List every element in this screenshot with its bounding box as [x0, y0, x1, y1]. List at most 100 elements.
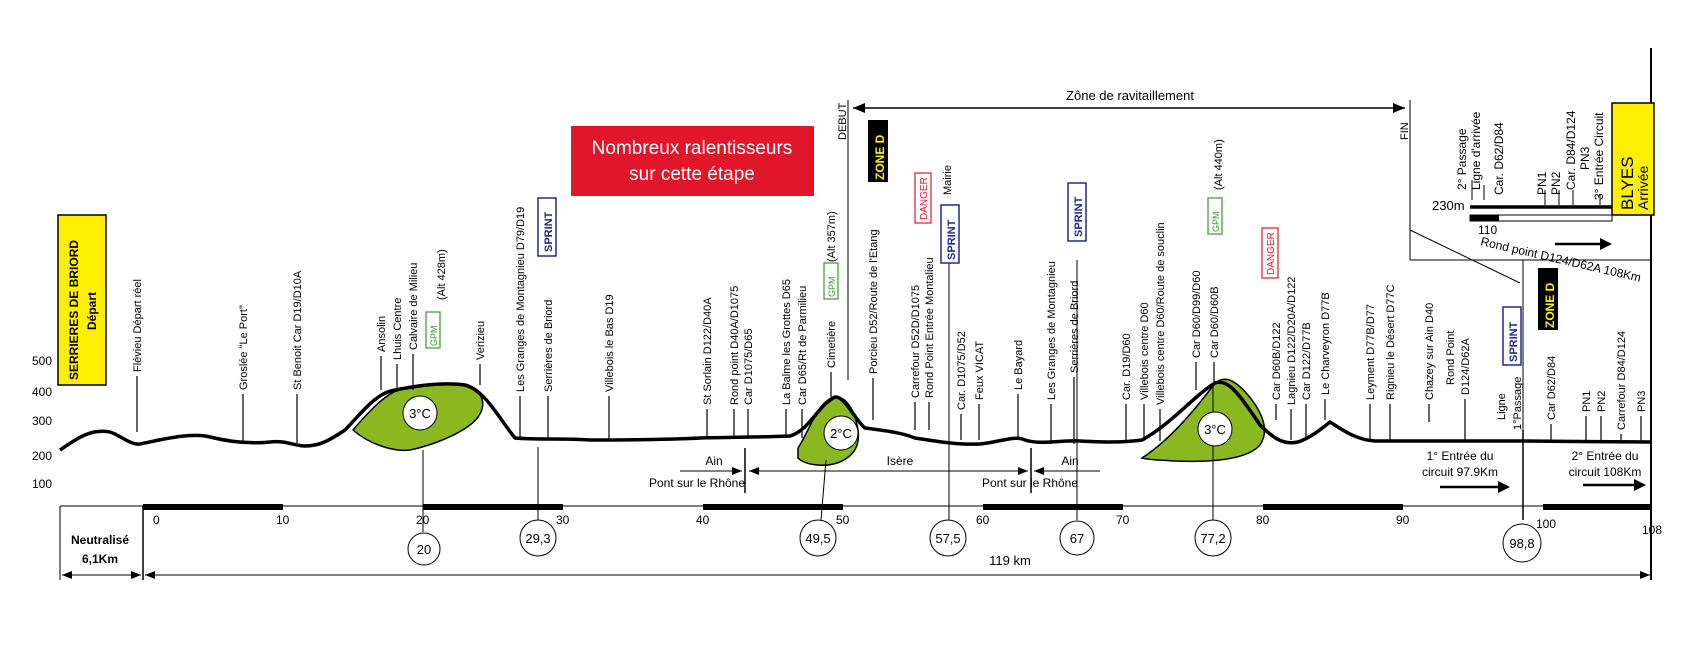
place-label-groslee: Groslée "Le Port"	[238, 305, 250, 390]
finish-town-label: BLYES	[1618, 156, 1637, 210]
km-axis: 0 10 20 30 40 50 60 70 80 90 100 108	[59, 504, 1662, 580]
danger-badge-2-text: DANGER	[1266, 232, 1277, 275]
place-label-calvaire_alt: (Alt 428m)	[436, 249, 448, 300]
circled-km-67-label: 67	[1070, 531, 1084, 546]
circuit-entry-1: 1° Entrée du circuit 97.9Km	[1422, 449, 1510, 493]
climb-3-km: 77,2	[1200, 531, 1225, 546]
altitude-axis: 100 200 300 400 500	[32, 354, 52, 491]
circled-km-29-3-label: 29,3	[525, 531, 550, 546]
bridge-rhone-1: Pont sur le Rhône	[649, 476, 745, 490]
feed-zone-start: DEBUT	[837, 102, 849, 140]
climb-1: 3°C 20	[402, 395, 441, 566]
km-tick-90: 90	[1396, 513, 1410, 527]
place-label-flevieu: Flévieu Départ réel	[132, 279, 144, 372]
km-tick-60: 60	[976, 513, 990, 527]
start-box: SERRIERES DE BRIORD Départ	[57, 214, 107, 386]
circuit-entry-2-line2: circuit 108Km	[1569, 465, 1642, 479]
finish-arrivee-label: Arrivée	[1635, 165, 1651, 210]
place-label-bayard: Le Bayard	[1013, 340, 1025, 390]
zone-d-badge-1: ZONE D	[868, 120, 888, 182]
place-label-car_d1075_d65: Car D1075/D65	[743, 329, 755, 405]
circuit-entry-2-line1: 2° Entrée du	[1572, 449, 1639, 463]
zone-d-badge-1-text: ZONE D	[873, 134, 887, 180]
place-label-carrefour_d84: Carrefour D84/D124	[1616, 331, 1628, 430]
circuit-entry-1-line1: 1° Entrée du	[1427, 449, 1494, 463]
place-label-car_d19_d60: Car. D19/D60	[1121, 333, 1133, 400]
circuit-entry-2: 2° Entrée du circuit 108Km	[1569, 449, 1646, 491]
circled-km-29-3: 29,3	[519, 447, 557, 557]
place-label-rondpoint_d40a: Rond point D40A/D1075	[729, 286, 741, 405]
km-tick-108: 108	[1642, 523, 1662, 537]
start-town-label: SERRIERES DE BRIORD	[67, 240, 81, 380]
place-label-lhuis: Lhuis Centre	[392, 298, 404, 360]
place-label-rondpoint_d124: Rond Point	[1445, 331, 1457, 385]
place-label-car_d122_d77b: Car D122/D77B	[1301, 322, 1313, 400]
neutralise-distance: Neutralisé 6,1Km	[62, 533, 141, 579]
place-label-mairie: Mairie	[942, 165, 954, 195]
place-label-villebois_centre: Villebois centre D60	[1139, 302, 1151, 400]
circled-km-67: 67	[1059, 260, 1095, 556]
place-label-pn1: PN1	[1581, 391, 1593, 412]
neutralise-label: Neutralisé	[71, 533, 129, 547]
inset-car-d84-d124: Car. D84/D124	[1564, 110, 1578, 190]
place-label-alt440: (Alt 440m)	[1213, 139, 1225, 190]
feed-zone-end: FIN	[1399, 122, 1411, 140]
climb-2: 2°C 49,5	[799, 415, 859, 557]
place-label-serrieres2: Serrières de Briord	[1069, 281, 1081, 373]
km-tick-10: 10	[276, 513, 290, 527]
sprint-badge-1: SPRINT	[537, 197, 557, 257]
zone-d-badge-2: ZONE D	[1538, 268, 1558, 330]
place-label-ligne: Ligne	[1496, 393, 1508, 420]
sprint-badge-4-text: SPRINT	[1508, 321, 1520, 362]
place-label-granges1: Les Granges de Montagnieu D79/D19	[515, 207, 527, 392]
circuit-entry-1-line2: circuit 97.9Km	[1422, 465, 1498, 479]
region-isere: Isère	[887, 454, 914, 468]
place-label-car_d60_d99: Car D60/D99/D60	[1191, 271, 1203, 358]
sprint-badge-3: SPRINT	[1067, 182, 1087, 242]
finish-box: BLYES Arrivée	[1611, 102, 1655, 216]
climb-3-category: 3°C	[1204, 422, 1226, 437]
place-label-cimetiere: Cimetière	[826, 321, 838, 368]
km-tick-50: 50	[836, 513, 850, 527]
place-label-lagnieu: Lagnieu D122/D20A/D122	[1286, 277, 1298, 405]
inset-ligne-arrivee: Ligne d'arrivée	[1469, 111, 1483, 190]
sprint-badge-2: SPRINT	[940, 204, 960, 264]
inset-pn2: PN2	[1549, 171, 1563, 195]
sprint-badge-4: SPRINT	[1502, 306, 1522, 366]
inset-km: 110	[1478, 223, 1497, 237]
alt-tick-300: 300	[32, 414, 52, 428]
circled-km-57-5-label: 57,5	[935, 531, 960, 546]
danger-badge-2: DANGER	[1261, 227, 1279, 279]
place-label-car_d60_d60b: Car D60/D60B	[1209, 286, 1221, 358]
circled-km-57-5: 57,5	[929, 260, 967, 557]
alt-tick-400: 400	[32, 385, 52, 399]
km-tick-100: 100	[1536, 517, 1556, 531]
inset-passage2: 2° Passage	[1455, 128, 1469, 190]
place-label-carrefour_d52d: Carrefour D52D/D1075	[910, 285, 922, 398]
place-label-villebois_souclin: Villebois centre D60/Route de souclin	[1155, 222, 1167, 405]
place-label-verizieu: Verizieu	[475, 321, 487, 360]
danger-badge-1-text: DANGER	[919, 177, 930, 220]
banner-line-1: Nombreux ralentisseurs	[592, 138, 793, 159]
km-tick-30: 30	[556, 513, 570, 527]
alt-tick-500: 500	[32, 354, 52, 368]
inset-pn3: PN3	[1578, 146, 1592, 170]
gpm-badge-3-text: GPM	[1211, 211, 1221, 232]
profile-line	[59, 380, 1653, 452]
place-label-charveyron: Le Charveyron D77B	[1320, 292, 1332, 395]
total-distance: 119 km	[145, 553, 1650, 579]
place-label-villebois_bas: Villebois le Bas D19	[604, 294, 616, 392]
inset-altitude: 230m	[1432, 198, 1465, 213]
climb-1-category: 3°C	[409, 406, 431, 421]
place-label-chazey: Chazey sur Ain D40	[1424, 303, 1436, 400]
place-label-feux: Feux VICAT	[974, 341, 986, 400]
place-label-leyment: Leyment D77B/D77	[1365, 304, 1377, 400]
zone-d-badge-2-text: ZONE D	[1543, 282, 1557, 328]
gpm-badge-3: GPM	[1207, 197, 1223, 235]
sprint-badge-3-text: SPRINT	[1073, 196, 1085, 237]
climb-1-km: 20	[417, 542, 431, 557]
start-depart-label: Départ	[85, 292, 99, 330]
gpm-badge-1-text: GPM	[429, 325, 439, 346]
feed-zone-label: Zône de ravitaillement	[1066, 88, 1194, 103]
